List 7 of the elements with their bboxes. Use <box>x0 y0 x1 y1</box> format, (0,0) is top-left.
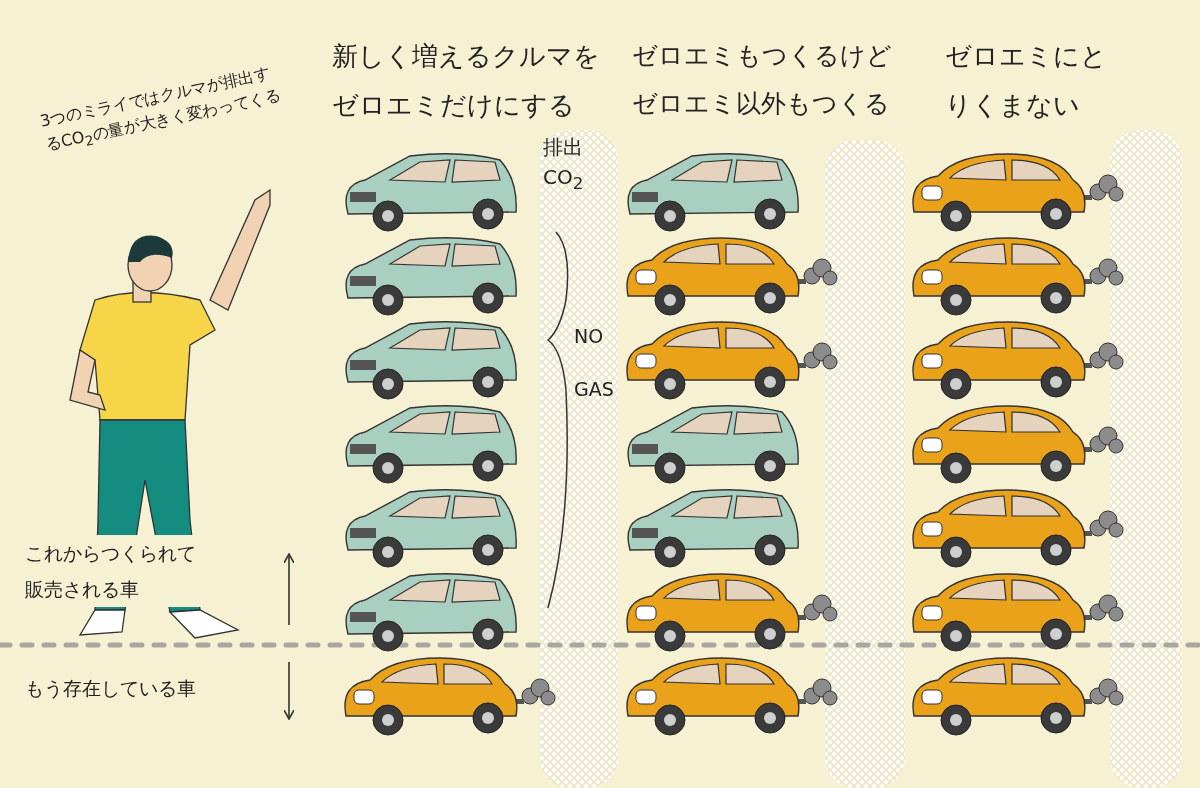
column-heading: ゼロエミもつくるけどゼロエミ以外もつくる <box>632 40 893 120</box>
label-text: NO GAS <box>574 324 614 403</box>
label-text: これからつくられて販売される車 <box>25 535 203 608</box>
column-heading: 新しく増えるクルマをゼロエミだけにする <box>332 40 601 123</box>
column-heading: ゼロエミにとりくまない <box>945 40 1108 123</box>
band-label: 排出CO$_{2}$ <box>543 134 585 195</box>
label-text: もう存在している車 <box>25 676 197 701</box>
